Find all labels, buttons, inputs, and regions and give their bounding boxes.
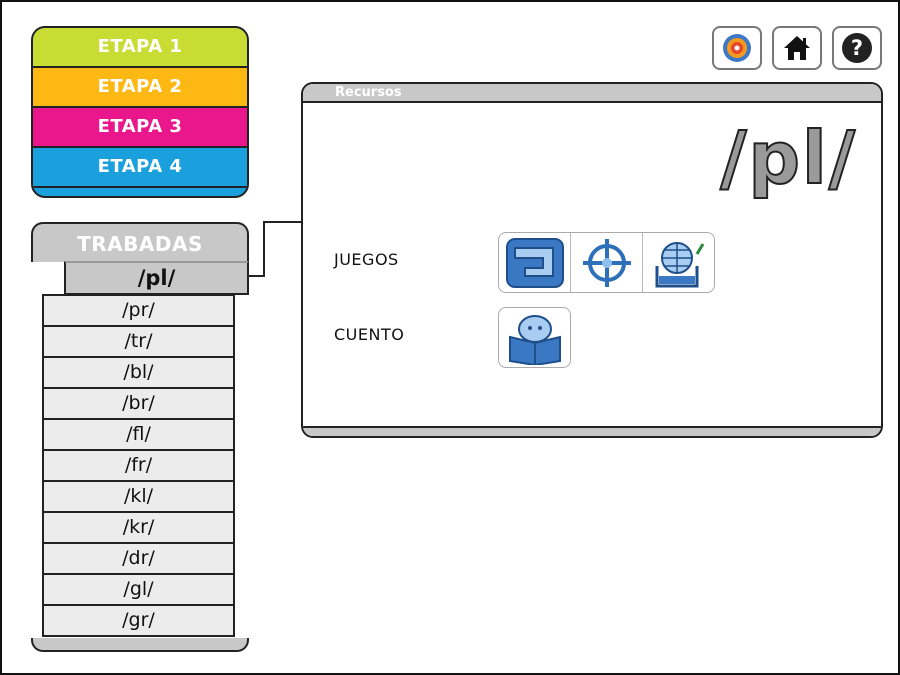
home-icon — [784, 36, 810, 60]
home-button[interactable] — [772, 26, 822, 70]
bingo-game-button[interactable] — [642, 233, 714, 292]
cuento-label: CUENTO — [334, 325, 405, 344]
etapa-3-button[interactable]: ETAPA 3 — [33, 108, 247, 148]
trabada-selected-item[interactable]: /pl/ — [64, 261, 249, 295]
connector-line — [245, 275, 265, 277]
juegos-label: JUEGOS — [334, 250, 399, 269]
etapa-4-button[interactable]: ETAPA 4 — [33, 148, 247, 188]
trabadas-title: TRABADAS — [31, 222, 249, 262]
trabada-item-bl[interactable]: /bl/ — [42, 358, 235, 389]
trabadas-footer — [31, 638, 249, 652]
help-button[interactable]: ? — [832, 26, 882, 70]
cuento-group — [498, 307, 571, 368]
trabada-item-kl[interactable]: /kl/ — [42, 482, 235, 513]
recursos-title: /pl/ — [719, 115, 857, 201]
story-book-icon — [508, 314, 561, 365]
story-book-button[interactable] — [499, 308, 570, 367]
trabada-item-kr[interactable]: /kr/ — [42, 513, 235, 544]
trabadas-list: /pr/ /tr/ /bl/ /br/ /fl/ /fr/ /kl/ /kr/ … — [42, 294, 235, 637]
help-icon: ? — [842, 33, 872, 63]
bingo-game-icon — [655, 241, 704, 287]
connector-line — [263, 221, 303, 223]
recursos-header: Recursos — [303, 84, 881, 103]
recursos-panel: Recursos /pl/ JUEGOS — [301, 82, 883, 438]
etapa-menu: ETAPA 1 ETAPA 2 ETAPA 3 ETAPA 4 — [31, 26, 249, 198]
trabada-item-gr[interactable]: /gr/ — [42, 606, 235, 637]
trabada-item-gl[interactable]: /gl/ — [42, 575, 235, 606]
maze-game-button[interactable] — [499, 233, 570, 292]
trabada-item-fr[interactable]: /fr/ — [42, 451, 235, 482]
crosshair-game-button[interactable] — [570, 233, 642, 292]
crosshair-game-icon — [582, 238, 631, 287]
target-icon — [723, 34, 751, 62]
trabada-item-dr[interactable]: /dr/ — [42, 544, 235, 575]
maze-game-icon — [505, 237, 564, 288]
target-button[interactable] — [712, 26, 762, 70]
etapa-1-button[interactable]: ETAPA 1 — [33, 28, 247, 68]
etapa-2-button[interactable]: ETAPA 2 — [33, 68, 247, 108]
juegos-group — [498, 232, 715, 293]
recursos-footer — [303, 426, 881, 436]
trabada-item-br[interactable]: /br/ — [42, 389, 235, 420]
trabada-item-tr[interactable]: /tr/ — [42, 327, 235, 358]
connector-line — [263, 221, 265, 277]
trabada-item-fl[interactable]: /fl/ — [42, 420, 235, 451]
svg-text:?: ? — [851, 36, 863, 60]
trabada-item-pr[interactable]: /pr/ — [42, 294, 235, 327]
